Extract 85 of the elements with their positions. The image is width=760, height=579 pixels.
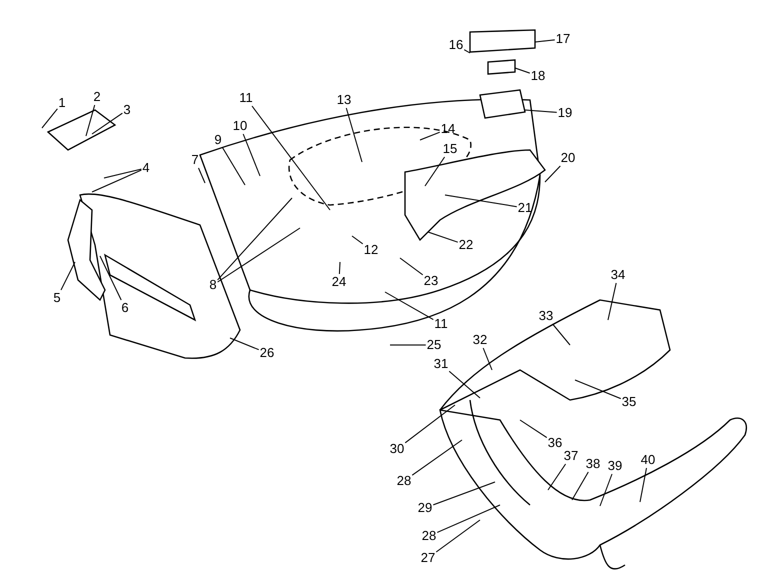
leader-line: [242, 134, 260, 176]
leader-line: [217, 198, 292, 280]
leader-line: [608, 282, 617, 320]
leader-line: [230, 338, 260, 350]
callout-number: 39: [608, 459, 622, 473]
leader-line: [60, 262, 76, 290]
leader-line: [552, 324, 570, 346]
leader-line: [572, 472, 589, 500]
leader-line: [42, 108, 58, 128]
callout-number: 35: [622, 395, 636, 409]
callout-number: 12: [364, 243, 378, 257]
callout-number: 37: [564, 449, 578, 463]
leader-line: [444, 194, 518, 208]
callout-number: 9: [214, 133, 222, 147]
leader-line: [104, 168, 142, 178]
callout-number: 5: [53, 291, 61, 305]
callout-number: 13: [336, 93, 352, 107]
callout-number: 18: [530, 69, 546, 83]
leader-line: [544, 166, 561, 182]
leader-line: [92, 170, 142, 192]
callout-number: 2: [93, 90, 101, 104]
callout-number: 3: [123, 103, 131, 117]
callout-number: 11: [239, 91, 253, 105]
leader-line: [390, 344, 426, 346]
leader-line: [548, 464, 566, 490]
callout-number: 25: [426, 338, 442, 352]
leader-line: [252, 106, 330, 210]
callout-number: 26: [260, 346, 274, 360]
callout-number: 10: [232, 119, 248, 133]
leader-line: [222, 147, 246, 186]
callout-number: 17: [556, 32, 570, 46]
leader-line: [524, 110, 558, 113]
callout-number: 28: [396, 474, 412, 488]
callout-number: 23: [424, 274, 438, 288]
leader-line: [384, 292, 434, 320]
callout-number: 24: [332, 275, 346, 289]
callout-number: 15: [442, 142, 458, 156]
callout-number: 20: [560, 151, 576, 165]
leader-line: [436, 504, 500, 533]
callout-number: 40: [640, 453, 656, 467]
leader-line: [404, 404, 456, 444]
callout-number: 38: [586, 457, 600, 471]
callout-number: 36: [548, 436, 562, 450]
leader-line: [428, 232, 458, 243]
leader-line: [346, 108, 362, 162]
callout-number: 19: [558, 106, 572, 120]
callout-number: 21: [518, 201, 532, 215]
callout-number: 6: [121, 301, 129, 315]
leader-line: [92, 112, 123, 134]
leader-line: [217, 228, 300, 282]
callout-number: 31: [434, 357, 448, 371]
leader-line: [436, 520, 480, 552]
callout-number: 34: [610, 268, 626, 282]
callout-number: 16: [448, 38, 464, 52]
leader-line: [600, 474, 612, 506]
callout-number: 4: [142, 161, 150, 175]
leader-line: [424, 156, 446, 186]
callout-number: 1: [58, 96, 66, 110]
callout-number: 32: [472, 333, 488, 347]
callout-number: 14: [440, 122, 456, 136]
callout-number: 29: [418, 501, 432, 515]
callout-number: 30: [390, 442, 404, 456]
leader-line: [520, 420, 548, 438]
callout-number: 11: [434, 317, 448, 331]
leader-line: [412, 440, 462, 476]
leader-line: [198, 168, 206, 184]
leader-line: [100, 256, 122, 300]
leader-line: [482, 348, 492, 370]
callout-number: 22: [458, 238, 474, 252]
callout-number: 28: [422, 529, 436, 543]
leader-line: [574, 380, 622, 400]
leader-line: [640, 468, 647, 502]
leader-line: [400, 258, 424, 276]
leader-line: [448, 370, 480, 398]
callout-number: 27: [420, 551, 436, 565]
callout-number: 33: [538, 309, 554, 323]
leader-line: [352, 236, 364, 244]
leader-line: [514, 68, 530, 74]
callout-number: 8: [209, 278, 217, 292]
leader-line: [432, 482, 496, 506]
leader-line: [420, 132, 440, 140]
leader-line: [464, 49, 470, 54]
leader-line: [534, 39, 556, 42]
leader-line: [338, 262, 340, 274]
callout-number: 7: [191, 153, 199, 167]
